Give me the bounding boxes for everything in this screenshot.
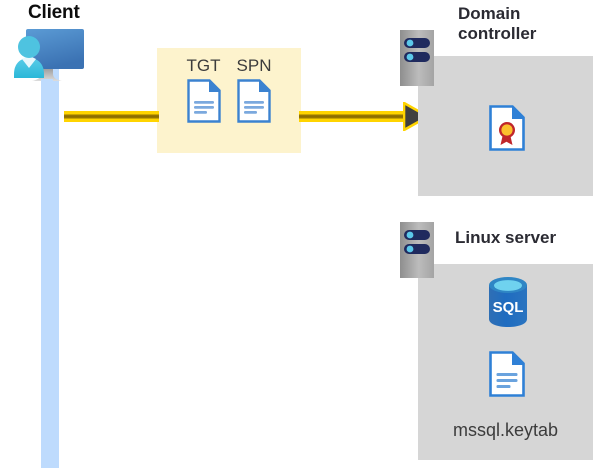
server-rack-icon bbox=[400, 222, 434, 278]
user-computer-icon bbox=[8, 26, 90, 88]
sql-database-icon: SQL bbox=[487, 276, 529, 328]
certificate-document-icon bbox=[489, 105, 525, 151]
keytab-filename-label: mssql.keytab bbox=[452, 420, 559, 440]
request-arrow-head bbox=[402, 100, 431, 133]
domain-controller-title: Domain controller bbox=[458, 4, 537, 44]
document-icon bbox=[237, 79, 271, 128]
request-arrow-segment-left bbox=[64, 111, 159, 122]
spn-caption: SPN bbox=[236, 56, 272, 75]
message-item-tgt: TGT bbox=[187, 57, 221, 128]
message-items: TGT SPN bbox=[157, 52, 301, 152]
message-payload-box bbox=[157, 48, 301, 153]
client-label: Client bbox=[28, 2, 80, 23]
request-arrow-segment-right bbox=[299, 111, 408, 122]
tgt-caption: TGT bbox=[186, 56, 221, 75]
keytab-document-icon bbox=[489, 351, 525, 397]
svg-text:SQL: SQL bbox=[493, 299, 524, 316]
message-item-spn: SPN bbox=[236, 56, 272, 128]
server-rack-icon bbox=[400, 30, 434, 86]
client-lifeline bbox=[41, 62, 59, 468]
linux-server-title: Linux server bbox=[455, 228, 557, 247]
document-icon bbox=[186, 79, 221, 128]
